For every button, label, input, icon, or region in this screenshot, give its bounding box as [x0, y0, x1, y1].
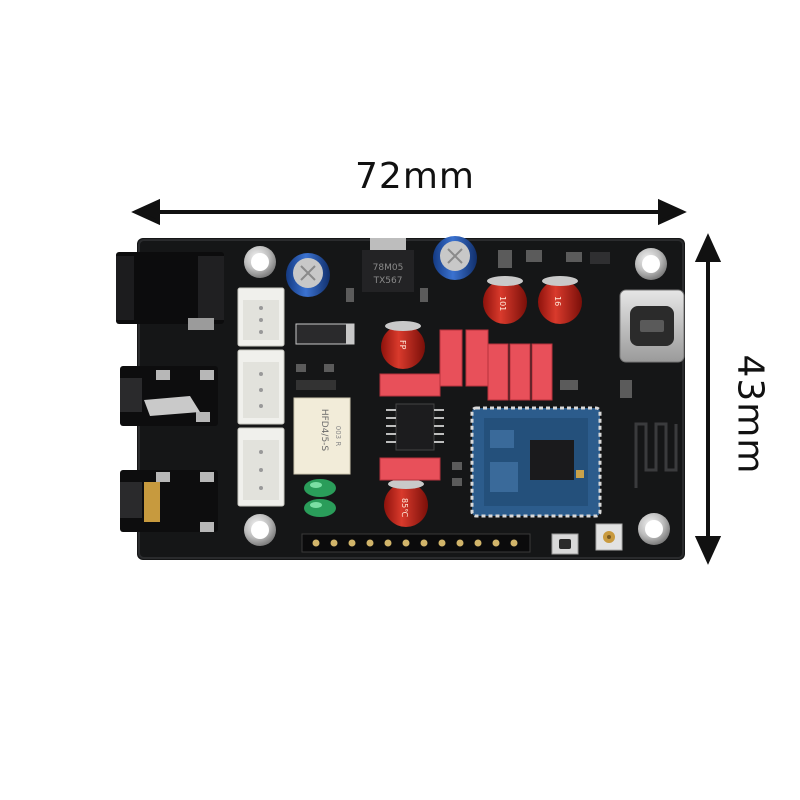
- red-electrolytic-capacitor: 85℃: [384, 479, 428, 527]
- mounting-hole: [635, 248, 667, 280]
- red-electrolytic-capacitor: 16: [538, 276, 582, 324]
- svg-text:TX567: TX567: [373, 276, 403, 286]
- red-electrolytic-capacitor: FP: [381, 321, 425, 369]
- bluetooth-module: [470, 406, 602, 518]
- electrolytic-capacitor-blue: [286, 253, 330, 297]
- jst-connector-3: [237, 427, 285, 507]
- jst-connector-2: [237, 349, 285, 425]
- svg-text:101: 101: [498, 296, 507, 311]
- svg-text:FP: FP: [398, 340, 407, 350]
- antenna-connector: [595, 523, 623, 551]
- audio-jack-top: [120, 366, 218, 426]
- svg-text:003 R: 003 R: [334, 426, 342, 447]
- jst-connector-1: [237, 287, 285, 347]
- mounting-hole: [638, 513, 670, 545]
- pcb-antenna-trace: [634, 422, 678, 488]
- height-dimension-arrow: [694, 233, 722, 565]
- relay: HFD4/5-S 003 R: [293, 397, 351, 475]
- tactile-button: [551, 533, 579, 555]
- width-dimension-label: 72mm: [355, 156, 475, 197]
- width-dimension-arrow: [131, 198, 687, 226]
- film-capacitors: [379, 329, 553, 481]
- mounting-hole: [244, 246, 276, 278]
- svg-text:78M05: 78M05: [373, 263, 404, 273]
- red-electrolytic-capacitor: 101: [483, 276, 527, 324]
- mounting-hole: [244, 514, 276, 546]
- dac-chip: [386, 403, 444, 451]
- dc-power-jack: [116, 252, 224, 330]
- audio-jack-bottom: [120, 470, 218, 532]
- smd-components: [296, 250, 632, 486]
- svg-text:85℃: 85℃: [400, 498, 409, 517]
- usb-c-port: [619, 289, 685, 363]
- smd-diode: [295, 323, 355, 345]
- svg-text:HFD4/5-S: HFD4/5-S: [319, 409, 329, 452]
- svg-text:16: 16: [553, 296, 562, 306]
- green-inductor: [304, 479, 336, 497]
- green-inductor: [304, 499, 336, 517]
- electrolytic-capacitor-blue: [433, 236, 477, 280]
- pin-header: [301, 533, 531, 553]
- voltage-regulator: 78M05 TX567: [362, 238, 414, 292]
- height-dimension-label: 43mm: [729, 354, 771, 475]
